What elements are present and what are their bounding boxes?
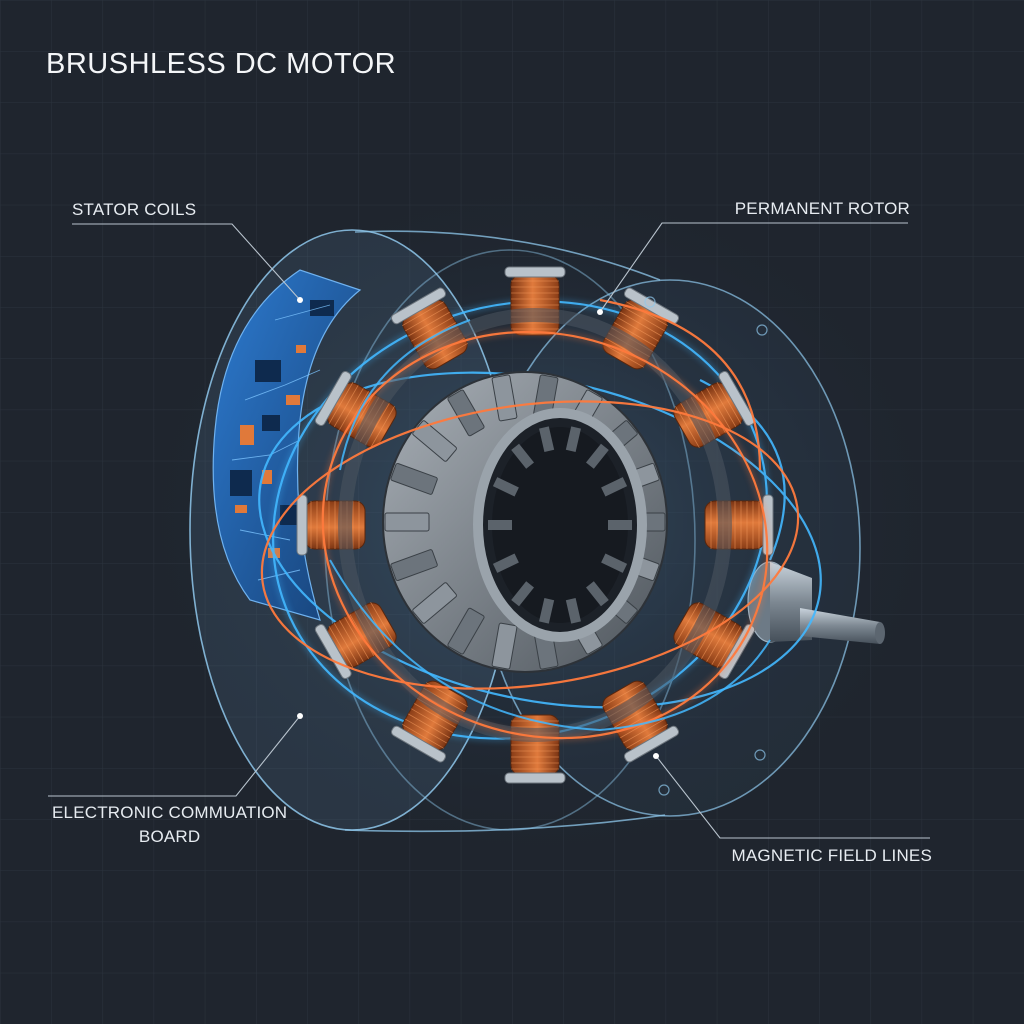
stator-coil [296, 494, 366, 556]
rotor-inner-bar [539, 597, 555, 624]
rotor-magnet [390, 549, 438, 582]
rotor-inner-bar [511, 581, 534, 607]
rotor-magnet [491, 622, 518, 670]
label-permanent-rotor: PERMANENT ROTOR [734, 199, 910, 218]
commutation-board [212, 269, 362, 621]
rotor-inner-bar [601, 477, 628, 497]
rotor-inner-bar [539, 426, 555, 453]
rotor-inner-bar [492, 477, 519, 497]
housing-top-edge [354, 230, 661, 281]
leader-lines [48, 222, 930, 839]
leader-permanent-rotor [599, 222, 908, 313]
rotor-inner-bar [565, 426, 581, 453]
diagram-title: BRUSHLESS DC MOTOR [46, 48, 397, 80]
housing-bottom-edge [344, 814, 666, 833]
leader-field-lines [655, 755, 930, 839]
label-commutation-board: ELECTRONIC COMMUATION BOARD [52, 801, 287, 849]
rotor-inner-bar [586, 581, 609, 607]
rotor-magnet [491, 374, 518, 422]
leader-commutation-board [48, 715, 301, 797]
rotor-inner-bar [565, 597, 581, 624]
label-magnetic-field-lines: MAGNETIC FIELD LINES [731, 846, 932, 865]
rotor-magnet [412, 420, 457, 462]
label-stator-coils: STATOR COILS [72, 200, 197, 219]
rotor-magnet [384, 512, 430, 532]
rotor-inner-bar [601, 553, 628, 573]
rotor-inner-bar [608, 520, 632, 530]
rotor-inner-bar [488, 520, 512, 530]
rotor-magnet [412, 582, 457, 624]
rotor-inner-bar [586, 443, 609, 469]
rotor-inner-bar [492, 553, 519, 573]
label-commutation-board-line1: ELECTRONIC COMMUATION [52, 803, 288, 822]
leader-stator-coils [72, 223, 301, 301]
rotor-inner-bar [511, 443, 534, 469]
rotor-magnet [390, 462, 438, 495]
motor-shaft [747, 561, 885, 644]
stator-coil [504, 266, 566, 336]
permanent-rotor [382, 371, 668, 673]
label-commutation-board-line2: BOARD [138, 827, 201, 846]
rotor-magnet [447, 607, 485, 655]
housing-bolts [644, 296, 768, 796]
